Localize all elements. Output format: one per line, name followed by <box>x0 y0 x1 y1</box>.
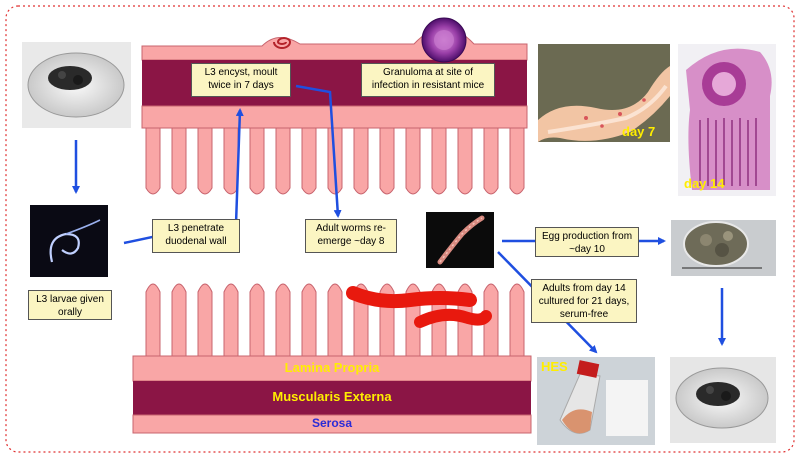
adult-worms <box>346 286 492 328</box>
arrow-encyst-to-adults <box>295 84 342 218</box>
upper-intestine-wall <box>141 17 528 195</box>
outer-border <box>5 5 795 453</box>
upper-serosa <box>141 27 528 61</box>
day14-photo <box>678 44 776 196</box>
coiled-larva-icon <box>273 37 292 49</box>
layer-muscularis-externa: Muscularis Externa <box>272 389 392 404</box>
label-day14: day 14 <box>684 176 725 191</box>
lower-muscularis <box>133 381 531 415</box>
lower-serosa <box>132 414 532 434</box>
egg-icon <box>671 220 776 276</box>
dish-icon <box>670 357 776 443</box>
label-granuloma: Granuloma at site of infection in resist… <box>361 63 495 97</box>
upper-villi <box>145 125 525 195</box>
layer-lamina-propria: Lamina Propria <box>284 360 380 375</box>
label-day7: day 7 <box>622 124 656 139</box>
label-adults-cultured: Adults from day 14 cultured for 21 days,… <box>531 279 637 323</box>
label-l3-penetrate: L3 penetrate duodenal wall <box>152 219 240 253</box>
label-l3-encyst: L3 encyst, moult twice in 7 days <box>191 63 291 97</box>
worm-icon <box>426 212 494 268</box>
day7-photo <box>538 44 670 142</box>
label-adult-worms: Adult worms re-emerge ~day 8 <box>305 219 397 253</box>
lower-intestine-wall <box>132 283 532 434</box>
granuloma-icon <box>421 17 467 63</box>
lower-lamina <box>132 355 532 382</box>
upper-lamina <box>141 105 528 129</box>
larva-icon <box>30 205 108 277</box>
label-l3-larvae: L3 larvae given orally <box>28 290 112 320</box>
flask-icon <box>537 357 655 445</box>
layer-serosa: Serosa <box>311 416 353 430</box>
dish-icon <box>22 42 131 128</box>
label-hes: HES <box>541 359 568 374</box>
label-egg-production: Egg production from ~day 10 <box>535 227 639 257</box>
